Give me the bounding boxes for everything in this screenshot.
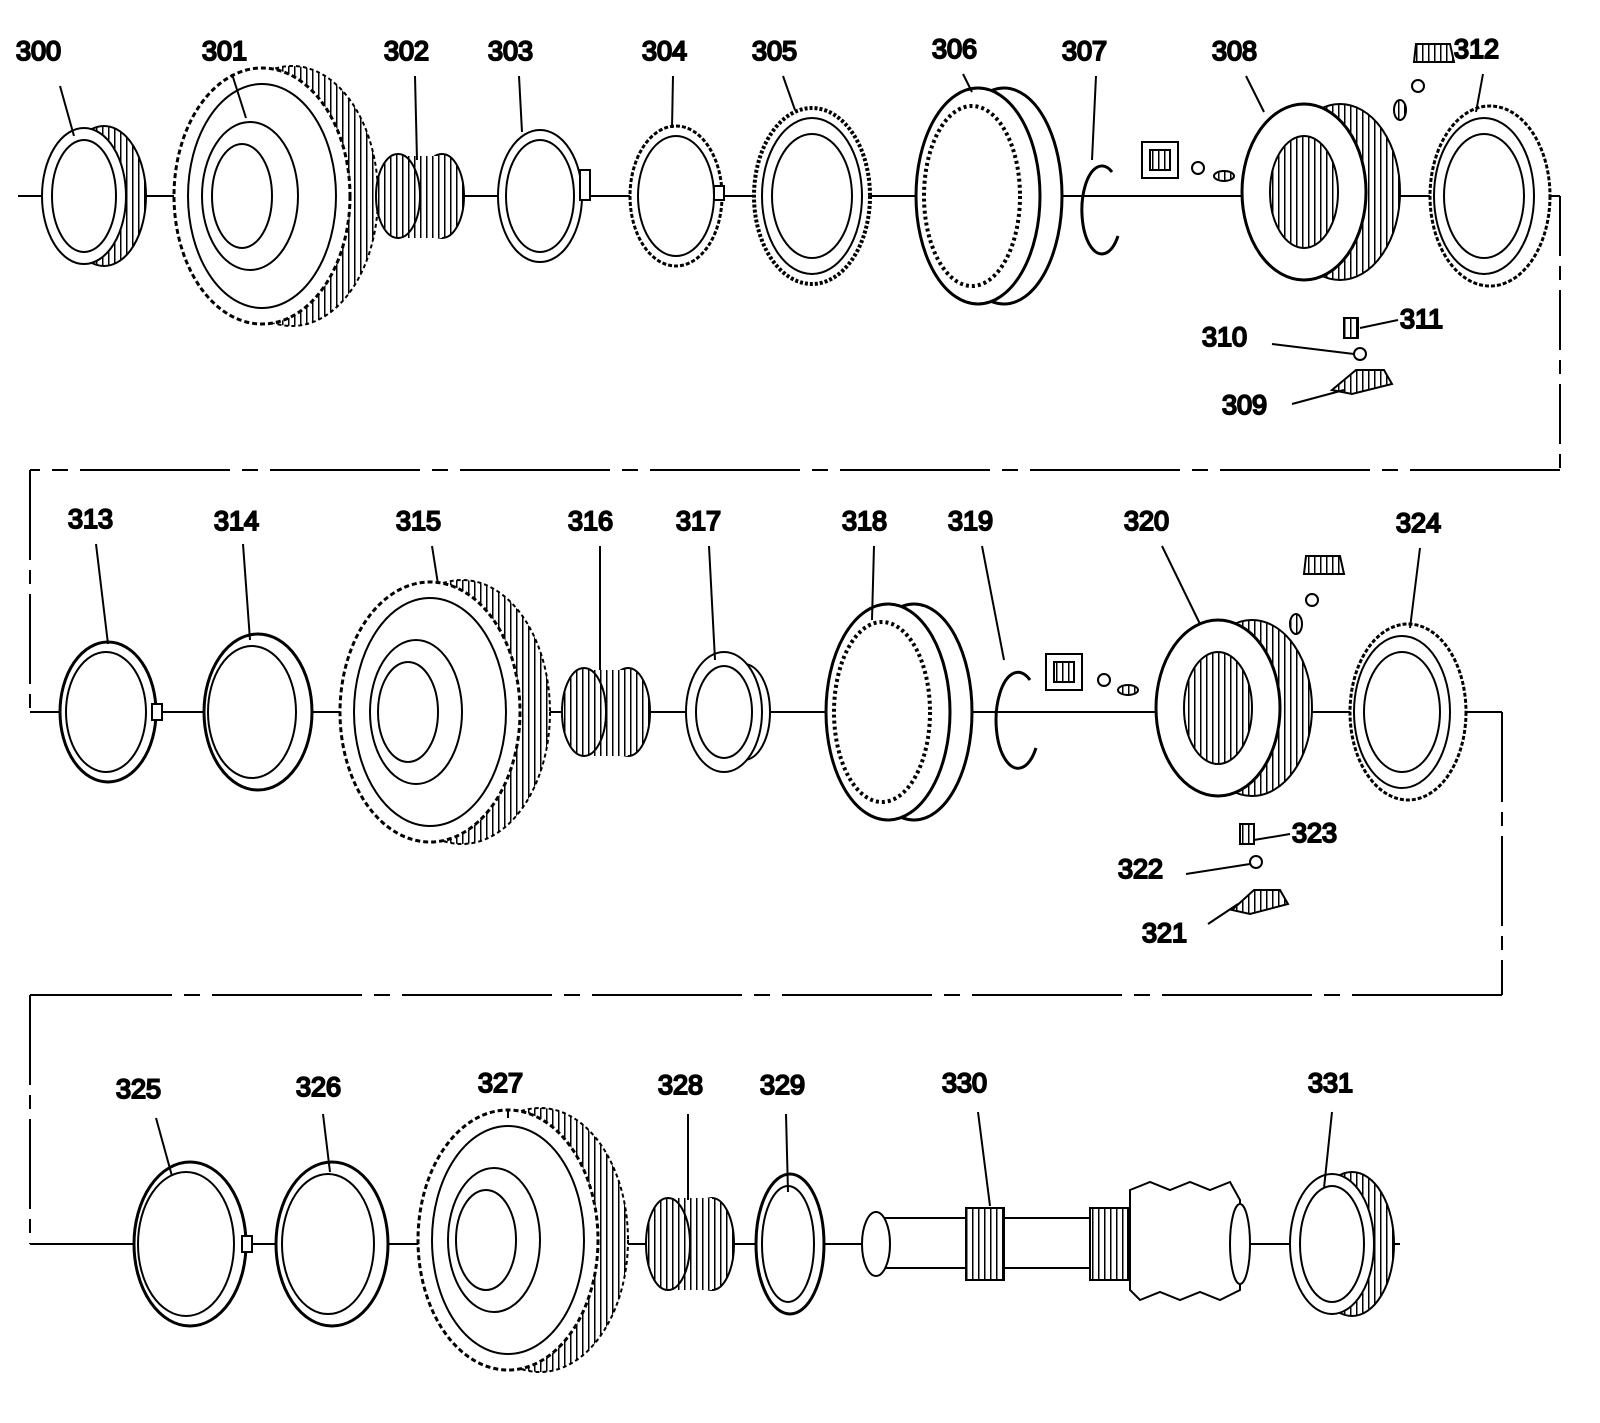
callout-label: 318 <box>842 506 887 536</box>
callout-label: 303 <box>488 36 533 66</box>
part-326-synchro-ring <box>274 1160 390 1328</box>
callout-label: 300 <box>16 36 61 66</box>
callout-label: 305 <box>752 36 797 66</box>
part-327-gear <box>416 1107 629 1373</box>
part-306-sleeve <box>914 86 1064 306</box>
part-309-310-311-detent <box>1329 317 1394 396</box>
part-304-synchro-ring <box>628 124 725 268</box>
part-317-bushing <box>685 651 771 773</box>
part-314-synchro-ring <box>202 632 314 792</box>
callout-label: 314 <box>214 506 259 536</box>
callout-label: 326 <box>296 1072 341 1102</box>
callout-label: 323 <box>1292 818 1337 848</box>
callout-label: 307 <box>1062 36 1107 66</box>
callout-label: 327 <box>478 1068 523 1098</box>
callout-label: 330 <box>942 1068 987 1098</box>
callout-label: 315 <box>396 506 441 536</box>
callout-label: 329 <box>760 1070 805 1100</box>
part-331-bearing <box>1289 1171 1395 1317</box>
callout-label: 309 <box>1222 390 1267 420</box>
callout-label: 317 <box>676 506 721 536</box>
leader-lines <box>59 73 1484 1207</box>
callout-label: 304 <box>642 36 687 66</box>
part-320-synchro-hub <box>1045 555 1346 798</box>
part-315-gear <box>338 579 551 845</box>
part-308-synchro-hub <box>1141 43 1456 282</box>
part-300-bearing <box>41 125 147 267</box>
part-301-gear <box>172 65 379 327</box>
part-305-blocker-ring <box>752 106 872 286</box>
part-319-snap-ring <box>994 670 1038 770</box>
callout-label: 325 <box>116 1074 161 1104</box>
callout-label: 316 <box>568 506 613 536</box>
part-302-needle-bearing <box>375 153 465 239</box>
part-330-shaft <box>861 1180 1251 1302</box>
part-313-synchro-ring <box>58 640 163 784</box>
callout-label: 313 <box>68 504 113 534</box>
part-312-synchro-ring <box>1428 104 1552 288</box>
part-321-322-323-detent <box>1229 823 1290 916</box>
callout-label: 306 <box>932 34 977 64</box>
part-325-synchro-ring <box>132 1160 253 1328</box>
callout-label: 308 <box>1212 36 1257 66</box>
part-316-needle-bearing <box>561 667 651 757</box>
part-329-thrust-washer <box>754 1172 826 1316</box>
part-328-needle-bearing <box>645 1197 735 1291</box>
callout-label: 310 <box>1202 322 1247 352</box>
callout-label: 302 <box>384 36 429 66</box>
part-307-snap-ring <box>1080 164 1120 256</box>
part-324-synchro-ring <box>1348 622 1468 802</box>
callout-label: 331 <box>1308 1068 1353 1098</box>
callout-label: 312 <box>1454 34 1499 64</box>
part-303-synchro-ring <box>497 129 591 263</box>
callout-label: 328 <box>658 1070 703 1100</box>
callout-label: 319 <box>948 506 993 536</box>
callout-label: 320 <box>1124 506 1169 536</box>
callout-label: 324 <box>1396 508 1441 538</box>
callout-label: 322 <box>1118 854 1163 884</box>
part-318-sleeve <box>824 602 974 822</box>
callout-label: 321 <box>1142 918 1187 948</box>
callout-label: 301 <box>202 36 247 66</box>
callout-label: 311 <box>1400 304 1443 334</box>
callout-labels: 300 301 302 303 304 305 306 307 308 309 … <box>15 33 1500 1105</box>
